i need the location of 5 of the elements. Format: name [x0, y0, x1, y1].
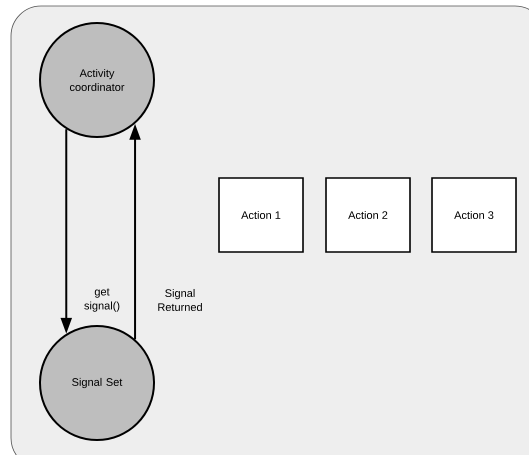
action-box: Action 1 — [218, 177, 304, 253]
action-box: Action 2 — [325, 177, 411, 253]
edge-label: Signal Returned — [158, 288, 202, 312]
edge-label: get signal() — [84, 288, 120, 312]
action-box: Action 3 — [431, 177, 517, 253]
